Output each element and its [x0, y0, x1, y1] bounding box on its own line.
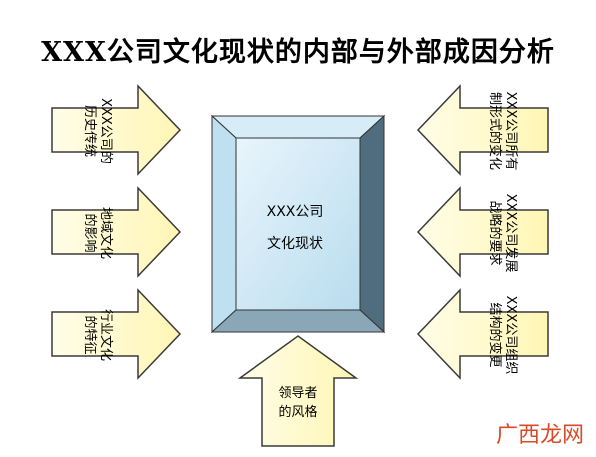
bottom-arrow-line2: 的风格 [278, 405, 318, 420]
right-arrow-3-label: XXX公司组织 结构的变更 [484, 280, 518, 390]
left-arrow-2-line1: 地域文化 [98, 206, 113, 259]
right-arrow-3 [416, 288, 549, 380]
left-arrow-1-line1: XXX公司的 [98, 98, 113, 164]
left-arrow-2-line2: 的影响 [82, 213, 97, 253]
right-arrow-2-line2: 战略的要求 [487, 200, 502, 266]
left-arrow-1-line2: 历史传统 [82, 104, 97, 157]
left-arrow-3-line1: 行业文化 [98, 308, 113, 361]
left-arrow-1 [51, 84, 182, 176]
right-arrow-1-label: XXX公司所有 制形式的变化 [484, 76, 518, 186]
right-arrow-1-line2: 制形式的变化 [487, 91, 502, 170]
left-arrow-1-label: XXX公司的 历史传统 [79, 83, 113, 179]
left-arrow-2-label: 地域文化 的影响 [79, 185, 113, 281]
right-arrow-1 [416, 84, 549, 176]
right-arrow-2 [416, 186, 549, 278]
right-arrow-3-line1: XXX公司组织 [503, 295, 518, 375]
center-line1: XXX公司 [266, 204, 324, 220]
watermark: 广西龙网 [495, 423, 584, 448]
left-arrow-2 [51, 186, 182, 278]
bottom-arrow-label: 领导者 的风格 [264, 384, 332, 422]
right-arrow-2-line1: XXX公司发展 [503, 193, 518, 273]
right-arrow-2-label: XXX公司发展 战略的要求 [484, 178, 518, 288]
right-arrow-1-line1: XXX公司所有 [503, 91, 518, 171]
right-arrow-3-line2: 结构的变更 [487, 302, 502, 368]
left-arrow-3-label: 行业文化 的特征 [79, 287, 113, 383]
center-label: XXX公司 文化现状 [236, 196, 354, 260]
bottom-arrow-line1: 领导者 [278, 386, 318, 401]
center-line2: 文化现状 [267, 236, 323, 252]
center-box [210, 114, 386, 334]
left-arrow-3-line2: 的特征 [82, 315, 97, 355]
left-arrow-3 [51, 288, 182, 380]
diagram-title: XXX公司文化现状的内部与外部成因分析 [41, 37, 555, 68]
bottom-arrow [237, 335, 359, 447]
